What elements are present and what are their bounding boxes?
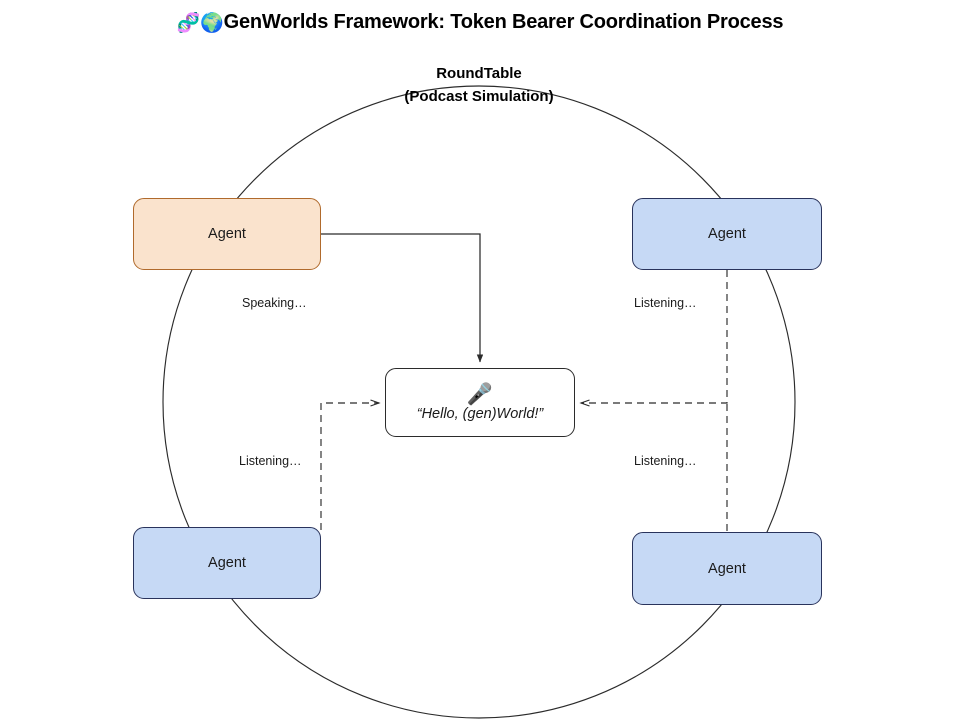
node-agent-top-right[interactable]: Agent (632, 198, 822, 270)
edge-label-listening-bottom-left: Listening… (237, 454, 304, 468)
edge-label-listening-top-right: Listening… (632, 296, 699, 310)
page-title: 🧬🌍GenWorlds Framework: Token Bearer Coor… (0, 8, 960, 38)
node-label: Agent (708, 226, 746, 242)
microphone-icon: 🎤 (466, 382, 494, 406)
diagram-subtitle: RoundTable (Podcast Simulation) (279, 62, 679, 108)
connector-speaking (321, 233, 484, 363)
node-label: Agent (708, 560, 746, 577)
node-agent-bottom-right[interactable]: Agent (632, 532, 822, 605)
subtitle-line-1: RoundTable (436, 65, 522, 82)
utterance-text: “Hello, (gen)World!” (416, 405, 544, 422)
node-label: Agent (208, 555, 246, 571)
page-title-text: GenWorlds Framework: Token Bearer Coordi… (223, 11, 784, 33)
edge-label-listening-bottom-right: Listening… (632, 454, 699, 468)
subtitle-line-2: (Podcast Simulation) (404, 88, 554, 105)
node-agent-bottom-left[interactable]: Agent (133, 527, 321, 599)
node-agent-top-left[interactable]: Agent (133, 198, 321, 270)
round-table-circle (162, 85, 796, 719)
globe-icon: 🌍 (200, 13, 224, 34)
edge-label-speaking: Speaking… (240, 296, 309, 310)
connector-listening-top-right (579, 270, 728, 407)
node-label: Agent (208, 226, 246, 242)
node-round-table-mic[interactable]: 🎤 “Hello, (gen)World!” (385, 368, 575, 437)
connector-listening-bottom-left (320, 399, 381, 530)
dna-icon: 🧬 (176, 13, 201, 34)
